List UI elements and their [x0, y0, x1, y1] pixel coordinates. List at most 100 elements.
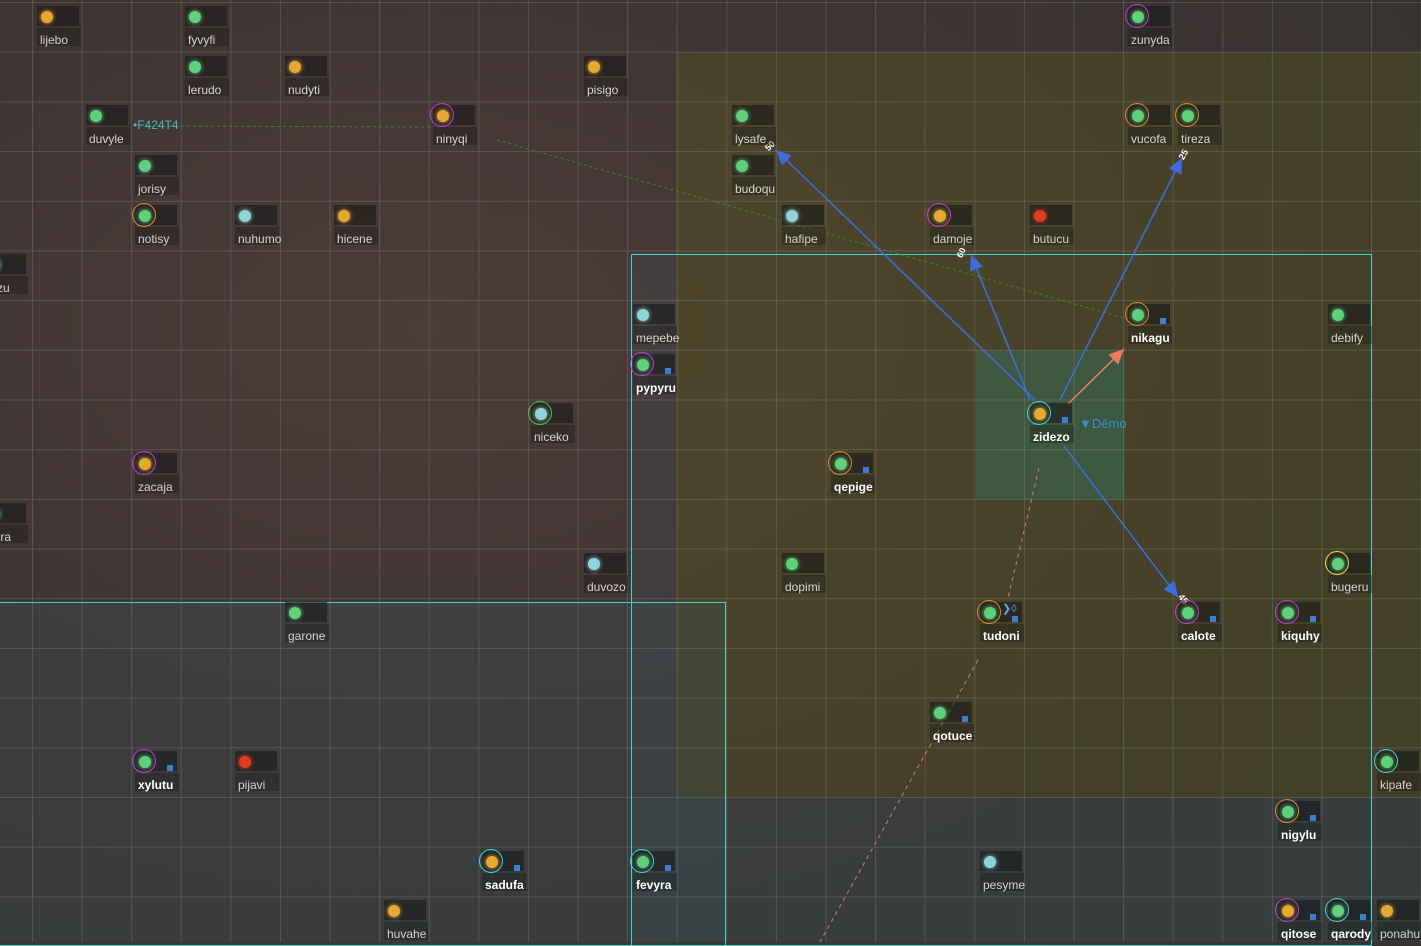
system-fyvyfi[interactable]: fyvyfi	[181, 3, 229, 49]
system-bugeru[interactable]: bugeru	[1324, 550, 1372, 596]
system-nudyti[interactable]: nudyti	[281, 53, 329, 99]
system-duvozo[interactable]: duvozo	[580, 550, 628, 596]
system-tezu[interactable]: tezu	[0, 251, 28, 297]
system-ninyqi[interactable]: ninyqi	[429, 102, 477, 148]
system-jorisy[interactable]: jorisy	[131, 152, 179, 198]
system-qotuce[interactable]: qotuce	[926, 699, 974, 745]
system-qitose[interactable]: qitose	[1274, 897, 1322, 943]
system-kiquhy[interactable]: kiquhy	[1274, 599, 1322, 645]
system-label-bg	[285, 624, 329, 642]
fleet-marker-icon	[1310, 815, 1316, 821]
system-name: budoqu	[735, 182, 776, 196]
link-zidezo-nikagu-head	[1108, 349, 1124, 365]
ownership-ring-icon	[630, 352, 654, 376]
system-name: notisy	[138, 232, 170, 246]
system-dopimi[interactable]: dopimi	[778, 550, 826, 596]
ownership-ring-icon	[1275, 898, 1299, 922]
system-lijebo[interactable]: lijebo	[33, 3, 81, 49]
fleet-marker-icon	[1012, 616, 1018, 622]
fleet-marker-icon	[863, 467, 869, 473]
system-label-bg	[135, 773, 179, 791]
system-pijavi[interactable]: pijavi	[231, 748, 279, 794]
system-pesyme[interactable]: pesyme	[976, 848, 1025, 894]
star-icon	[934, 707, 946, 719]
system-nuhumo[interactable]: nuhumo	[231, 202, 282, 248]
ownership-ring-icon	[430, 103, 454, 127]
system-kipafe[interactable]: kipafe	[1373, 748, 1421, 794]
ownership-ring-icon	[927, 203, 951, 227]
system-lerudo[interactable]: lerudo	[181, 53, 229, 99]
system-zidezo[interactable]: zidezo	[1026, 400, 1074, 446]
system-tireza[interactable]: tireza	[1174, 102, 1222, 148]
system-qepige[interactable]: qepige	[827, 450, 875, 496]
system-hicene[interactable]: hicene	[330, 202, 378, 248]
system-duvyle[interactable]: duvyle	[82, 102, 130, 148]
system-garone[interactable]: garone	[281, 599, 329, 645]
system-name: ponahu	[1380, 927, 1421, 941]
system-name: nikagu	[1131, 331, 1170, 345]
system-damoje[interactable]: damoje	[926, 202, 974, 248]
system-label-bg	[1030, 425, 1074, 443]
system-label-bg	[1030, 227, 1074, 245]
system-qarody[interactable]: qarody	[1324, 897, 1372, 943]
system-zunyda[interactable]: zunyda	[1124, 3, 1172, 49]
system-name: huvahe	[387, 927, 427, 941]
system-notisy[interactable]: notisy	[131, 202, 179, 248]
system-label-bg	[1377, 773, 1421, 791]
system-name: nigylu	[1281, 828, 1317, 842]
system-label-bg	[0, 525, 28, 543]
system-label-bg	[732, 177, 776, 195]
selected-sector-highlight	[976, 350, 1124, 500]
system-ponahu[interactable]: ponahu	[1373, 897, 1421, 943]
system-label-bg	[633, 873, 677, 891]
system-calote[interactable]: calote	[1174, 599, 1222, 645]
system-name: pypyru	[636, 381, 677, 395]
system-label-bg	[185, 78, 229, 96]
system-niceko[interactable]: niceko	[527, 400, 575, 446]
system-label-bg	[135, 475, 179, 493]
system-nikagu[interactable]: nikagu	[1124, 301, 1172, 347]
system-fevyra[interactable]: fevyra	[629, 848, 677, 894]
system-sadufa[interactable]: sadufa	[478, 848, 526, 894]
system-mepebe[interactable]: mepebe	[629, 301, 679, 347]
system-zacaja[interactable]: zacaja	[131, 450, 179, 496]
ownership-ring-icon	[1125, 4, 1149, 28]
supply-path-dashed	[496, 139, 1125, 319]
ownership-ring-icon	[1027, 401, 1051, 425]
system-pisigo[interactable]: pisigo	[580, 53, 628, 99]
system-vucofa[interactable]: vucofa	[1124, 102, 1172, 148]
fleet-tag[interactable]: •F424T4	[133, 118, 179, 132]
system-label-bg	[37, 28, 81, 46]
system-label-bg	[1328, 326, 1372, 344]
system-name: duvozo	[587, 580, 626, 594]
system-butucu[interactable]: butucu	[1026, 202, 1074, 248]
system-debify[interactable]: debify	[1324, 301, 1372, 347]
ownership-ring-icon	[1275, 600, 1299, 624]
system-name: kiquhy	[1281, 629, 1320, 643]
ownership-ring-icon	[1325, 898, 1349, 922]
system-hafipe[interactable]: hafipe	[778, 202, 826, 248]
system-budoqu[interactable]: budoqu	[728, 152, 776, 198]
system-lysafe[interactable]: lysafe	[728, 102, 776, 148]
system-bura[interactable]: bura	[0, 500, 28, 546]
system-label-bg	[1178, 127, 1222, 145]
system-name: zunyda	[1131, 33, 1170, 47]
system-label-bg	[482, 873, 526, 891]
system-label-bg	[1278, 922, 1322, 940]
system-name: pijavi	[238, 778, 266, 792]
star-icon	[139, 160, 151, 172]
system-name: qotuce	[933, 729, 973, 743]
fleet-marker-icon	[1160, 318, 1166, 324]
system-name: tezu	[0, 281, 10, 295]
system-huvahe[interactable]: huvahe	[380, 897, 428, 943]
star-icon	[588, 61, 600, 73]
system-name: nuhumo	[238, 232, 282, 246]
system-tudoni[interactable]: tudoni	[976, 599, 1024, 645]
system-xylutu[interactable]: xylutu	[131, 748, 179, 794]
star-icon	[1034, 210, 1046, 222]
system-pypyru[interactable]: pypyru	[629, 351, 677, 397]
system-nigylu[interactable]: nigylu	[1274, 798, 1322, 844]
demo-tag[interactable]: ▼Dēmo	[1079, 416, 1127, 431]
territory-teal-left	[0, 603, 725, 942]
